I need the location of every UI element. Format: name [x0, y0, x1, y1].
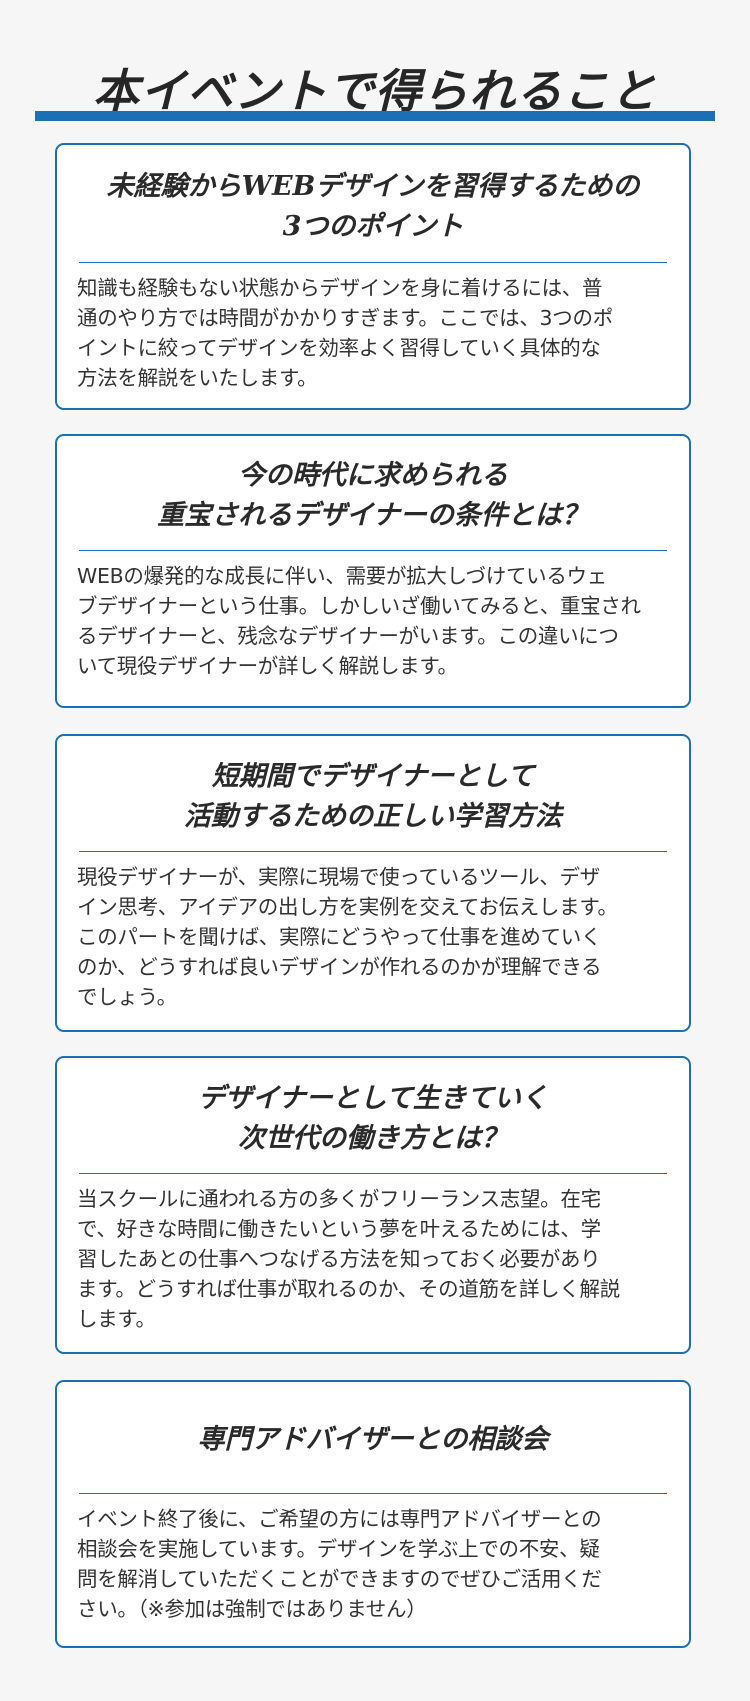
- page-title: 本イベントで得られること: [93, 63, 657, 118]
- benefit-card-3: 短期間でデザイナーとして 活動するための正しい学習方法 現役デザイナーが、実際に…: [55, 734, 691, 1032]
- card-body-line: イベント終了後に、ご希望の方には専門アドバイザーとの: [77, 1507, 602, 1531]
- card-body-line: 問を解消していただくことができますのでぜひご活用くだ: [77, 1567, 602, 1591]
- card-body-line: WEBの爆発的な成長に伴い、需要が拡大しづけているウェ: [77, 564, 607, 588]
- card-body: WEBの爆発的な成長に伴い、需要が拡大しづけているウェ ブデザイナーという仕事。…: [57, 551, 689, 681]
- card-body: 知識も経験もない状態からデザインを身に着けるには、普 通のやり方では時間がかかり…: [57, 263, 689, 393]
- card-heading-line: 重宝されるデザイナーの条件とは？: [157, 500, 589, 531]
- card-body-line: 相談会を実施しています。デザインを学ぶ上での不安、疑: [77, 1537, 600, 1561]
- title-underline-bar: [35, 111, 715, 121]
- card-body-line: ます。どうすれば仕事が取れるのか、その道筋を詳しく解説: [77, 1277, 620, 1301]
- card-body-line: イントに絞ってデザインを効率よく習得していく具体的な: [77, 336, 601, 360]
- card-body-line: 習したあとの仕事へつなげる方法を知っておく必要があり: [77, 1247, 601, 1271]
- card-heading-line: 今の時代に求められる: [238, 460, 508, 491]
- card-body-line: します。: [77, 1307, 156, 1331]
- card-heading-line: デザイナーとして生きていく: [198, 1082, 548, 1114]
- benefit-card-2: 今の時代に求められる 重宝されるデザイナーの条件とは？ WEBの爆発的な成長に伴…: [55, 434, 691, 708]
- card-heading-line: 未経験からWEBデザインを習得するための: [106, 170, 640, 202]
- benefit-card-1: 未経験からWEBデザインを習得するための 3つのポイント 知識も経験もない状態か…: [55, 143, 691, 410]
- card-body-line: 現役デザイナーが、実際に現場で使っているツール、デザ: [77, 865, 600, 889]
- card-heading: 専門アドバイザーとの相談会: [79, 1382, 667, 1494]
- card-body-line: いて現役デザイナーが詳しく解説します。: [77, 654, 458, 678]
- card-heading-line: 活動するための正しい学習方法: [184, 800, 562, 832]
- benefit-card-5: 専門アドバイザーとの相談会 イベント終了後に、ご希望の方には専門アドバイザーとの…: [55, 1380, 691, 1648]
- card-heading: 未経験からWEBデザインを習得するための 3つのポイント: [79, 145, 667, 263]
- card-body: イベント終了後に、ご希望の方には専門アドバイザーとの 相談会を実施しています。デ…: [57, 1494, 689, 1624]
- card-heading: デザイナーとして生きていく 次世代の働き方とは？: [79, 1058, 667, 1174]
- card-body-line: で、好きな時間に働きたいという夢を叶えるためには、学: [77, 1217, 601, 1241]
- card-heading-line: 3つのポイント: [282, 210, 464, 242]
- benefit-card-4: デザイナーとして生きていく 次世代の働き方とは？ 当スクールに通われる方の多くが…: [55, 1056, 691, 1354]
- card-body-line: るデザイナーと、残念なデザイナーがいます。この違いにつ: [77, 624, 619, 648]
- card-body-line: さい。（※参加は強制ではありません）: [77, 1597, 427, 1621]
- card-heading: 今の時代に求められる 重宝されるデザイナーの条件とは？: [79, 436, 667, 551]
- card-heading-line: 専門アドバイザーとの相談会: [197, 1423, 549, 1455]
- card-body: 当スクールに通われる方の多くがフリーランス志望。在宅 で、好きな時間に働きたいと…: [57, 1174, 689, 1334]
- card-heading: 短期間でデザイナーとして 活動するための正しい学習方法: [79, 736, 667, 852]
- card-body-line: 知識も経験もない状態からデザインを身に着けるには、普: [77, 276, 603, 300]
- card-body-line: 通のやり方では時間がかかりすぎます。ここでは、3つのポ: [77, 306, 613, 330]
- card-body-line: でしょう。: [77, 985, 177, 1009]
- card-body-line: のか、どうすれば良いデザインが作れるのかが理解できる: [77, 955, 602, 979]
- card-heading-line: 短期間でデザイナーとして: [211, 760, 535, 792]
- card-body: 現役デザイナーが、実際に現場で使っているツール、デザ イン思考、アイデアの出し方…: [57, 852, 689, 1012]
- card-heading-line: 次世代の働き方とは？: [238, 1122, 508, 1154]
- card-body-line: 当スクールに通われる方の多くがフリーランス志望。在宅: [77, 1187, 601, 1211]
- card-body-line: イン思考、アイデアの出し方を実例を交えてお伝えします。: [77, 895, 618, 919]
- card-body-line: 方法を解説をいたします。: [77, 366, 318, 390]
- card-body-line: ブデザイナーという仕事。しかしいざ働いてみると、重宝され: [77, 594, 641, 618]
- card-body-line: このパートを聞けば、実際にどうやって仕事を進めていく: [77, 925, 602, 949]
